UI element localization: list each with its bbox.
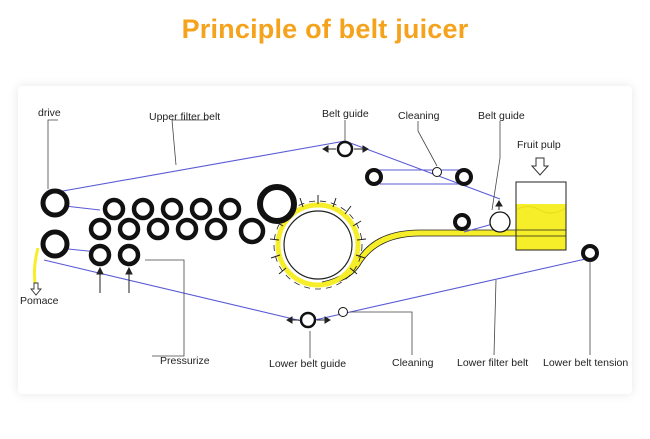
roller xyxy=(146,217,170,241)
label-lower-filter-belt: Lower filter belt xyxy=(457,357,528,369)
lower-belt-bottom-right xyxy=(305,257,591,323)
guide-rollers xyxy=(40,140,599,329)
roller xyxy=(175,217,199,241)
cleaning-roller-right xyxy=(455,168,473,186)
labels: drive Upper filter belt Belt guide Clean… xyxy=(20,107,628,370)
drive-roller-lower xyxy=(40,229,70,259)
drive-roller-upper xyxy=(40,188,70,218)
pulp-liquid-wave xyxy=(515,206,567,214)
roller xyxy=(117,217,141,241)
label-lower-belt-guide: Lower belt guide xyxy=(269,358,346,370)
roller xyxy=(238,217,266,245)
label-drive: drive xyxy=(38,107,61,119)
cleaning-roller-left xyxy=(365,168,383,186)
label-belt-guide-top: Belt guide xyxy=(322,108,369,120)
press-rollers xyxy=(88,197,266,267)
cleaning-brush-bottom xyxy=(338,307,348,317)
leader-lines xyxy=(47,119,591,358)
pomace-arrow-icon xyxy=(30,282,42,296)
cleaning-brush-top xyxy=(432,167,442,177)
label-lower-belt-tension: Lower belt tension xyxy=(543,357,628,369)
roller xyxy=(131,197,155,221)
upper-belt-top-run xyxy=(45,140,346,195)
juice-channel xyxy=(321,229,567,285)
label-upper-filter-belt: Upper filter belt xyxy=(149,111,220,123)
arrows xyxy=(96,145,503,324)
roller xyxy=(88,243,112,267)
label-belt-guide-right: Belt guide xyxy=(478,110,525,122)
label-fruit-pulp: Fruit pulp xyxy=(517,139,561,151)
roller xyxy=(102,197,126,221)
roller xyxy=(160,197,184,221)
lower-belt-bottom-left xyxy=(43,259,307,323)
page-title: Principle of belt juicer xyxy=(181,14,469,44)
lower-belt-tension-roller xyxy=(581,244,599,262)
pulp-container xyxy=(515,181,567,251)
roller xyxy=(218,197,242,221)
label-pomace: Pomace xyxy=(20,295,59,307)
roller xyxy=(117,243,141,267)
belt-guide-top-roller xyxy=(336,140,354,158)
roller xyxy=(204,217,228,241)
belt-guide-right-roller xyxy=(453,213,471,231)
roller xyxy=(189,197,213,221)
press-drum xyxy=(269,195,367,290)
label-cleaning-bottom: Cleaning xyxy=(392,357,434,369)
press-drum-body xyxy=(283,210,353,280)
large-press-roller xyxy=(257,184,297,224)
lower-belt-guide-roller xyxy=(299,311,317,329)
belt-guide-right-ring xyxy=(489,211,511,233)
roller xyxy=(88,217,112,241)
label-cleaning-top: Cleaning xyxy=(398,110,440,122)
fruit-pulp-arrow-icon xyxy=(530,157,550,176)
press-drum-juice-ring xyxy=(275,202,361,288)
label-pressurize: Pressurize xyxy=(160,355,210,367)
